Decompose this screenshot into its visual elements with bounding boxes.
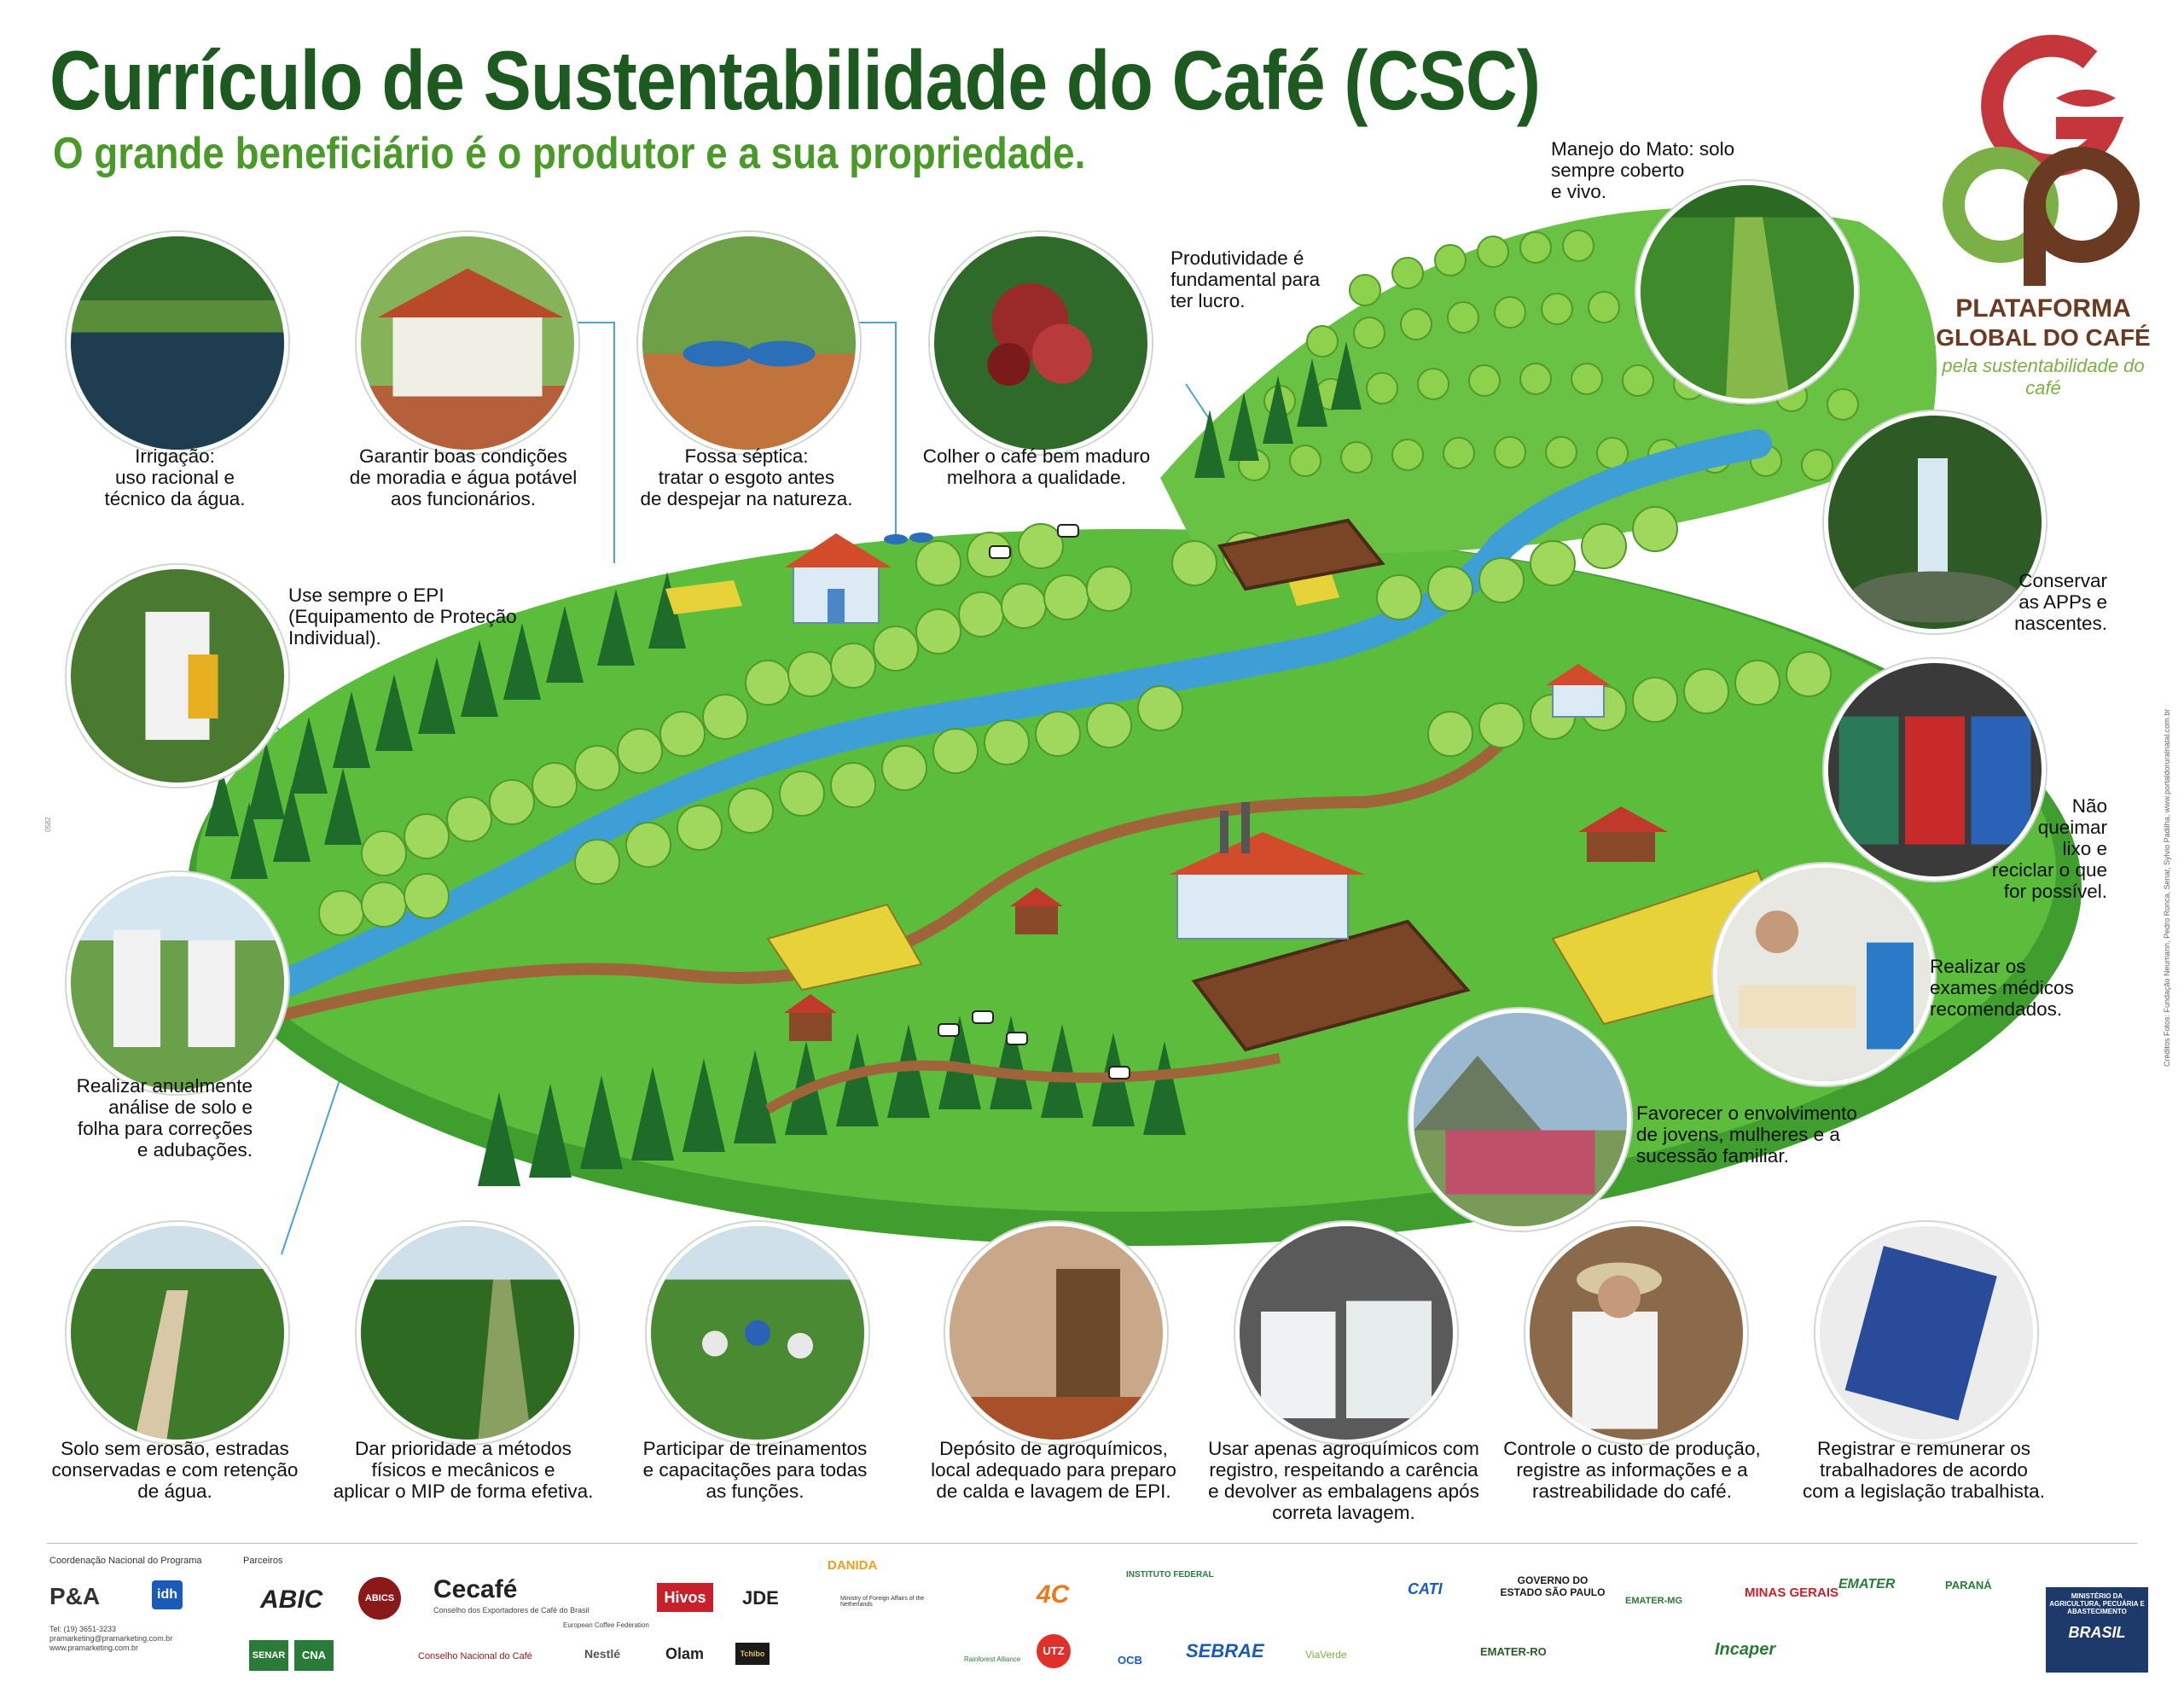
photo-jovens [1409,1009,1631,1231]
logo-emater-mg: EMATER-MG [1625,1596,1683,1606]
logo-olam: Olam [665,1645,705,1662]
small-shed-left [784,994,837,1041]
logo-utz: UTZ [1037,1634,1071,1668]
photo-fossa [638,232,860,454]
photo-lixo [1824,659,2046,881]
main-house [785,533,892,624]
logo-emater-ro: EMATER-RO [1480,1645,1547,1658]
photo-credits: Créditos Fotos: Fundação Neumann, Pedro … [2163,708,2171,1067]
cows [938,524,1130,1079]
logo-hivos: Hivos [657,1583,713,1612]
shed [1578,806,1668,862]
logo-senar: SENAR [249,1640,288,1671]
photo-custo [1525,1222,1747,1444]
logo-nestle: Nestlé [584,1647,621,1661]
page-subtitle: O grande beneficiário é o produtor e a s… [53,129,1086,178]
photo-analise [67,872,288,1094]
logo-netherlands: Ministry of Foreign Affairs of the Nethe… [840,1596,925,1608]
logo-cati: CATI [1408,1580,1443,1597]
septic-tanks [884,532,933,544]
logo-sp: GOVERNO DO ESTADO SÃO PAULO [1500,1574,1606,1598]
caption-deposito: Depósito de agroquímicos,local adequado … [931,1438,1176,1502]
logo-pa: P&A [49,1583,101,1609]
photo-colher [930,232,1152,454]
logo-parana: PARANÁ [1945,1579,1992,1591]
footer-parceiros-label: Parceiros [243,1556,283,1566]
logo-minas: MINAS GERAIS [1745,1586,1839,1600]
logo-4c: 4C [1037,1580,1070,1609]
drying-patio-2 [1217,518,1385,591]
logo-tchibo: Tchibo [735,1643,770,1665]
logo-sebrae: SEBRAE [1186,1640,1264,1661]
chemical-deposit [1010,887,1063,934]
photo-erosao [67,1222,288,1444]
logo-tagline: pela sustentabilidade do café [1942,355,2145,399]
photo-deposito [945,1222,1167,1444]
photo-registrar [1815,1222,2037,1444]
photo-treinamentos [647,1222,868,1444]
logo-cna: CNA [294,1640,334,1671]
pine-forest-left [205,572,686,879]
logo-viaverde: ViaVerde [1305,1649,1347,1661]
logo-emater: EMATER [1838,1577,1896,1591]
logo-ministerio: MINISTÉRIO DA AGRICULTURA, PECUÁRIA E AB… [2046,1587,2148,1673]
processing-barn [1169,802,1365,940]
drying-patio [1191,919,1471,1052]
plataforma-global-logo: PLATAFORMA GLOBAL DO CAFÉ pela sustentab… [1928,34,2158,399]
footer-coordenacao-label: Coordenação Nacional do Programa [49,1556,202,1566]
logo-ocb: OCB [1118,1654,1142,1667]
logo-danida: DANIDA [828,1558,878,1573]
logo-idh: idh [152,1580,183,1609]
photo-moradia [357,232,578,454]
road-lower [764,1053,1281,1114]
logo-jde: JDE [742,1587,779,1609]
footer-divider [47,1543,2137,1544]
poster-code: 0582 [44,817,52,832]
photo-agroquimicos [1235,1222,1457,1444]
caption-epi: Use sempre o EPI(Equipamento de Proteção… [288,585,517,649]
river [276,429,1772,996]
logo-cecafe-sub: Conselho dos Exportadores de Café do Bra… [433,1606,590,1615]
small-house-right [1546,664,1611,718]
page-title: Currículo de Sustentabilidade do Café (C… [49,33,1541,127]
photo-exames [1713,864,1935,1085]
logo-cnc: Conselho Nacional do Café [418,1651,532,1661]
logo-line-2: GLOBAL DO CAFÉ [1936,324,2151,351]
logo-rainforest: Rainforest Alliance [964,1655,1021,1663]
road [280,738,1506,1021]
logo-abics: ABICS [358,1577,401,1620]
logo-incaper: Incaper [1715,1640,1776,1659]
logo-ecf: European Coffee Federation [563,1621,649,1629]
buildings [784,532,1668,1041]
photo-apps [1824,411,2046,633]
photo-irrigacao [67,232,288,454]
logo-mark-icon [1943,34,2140,286]
logo-cecafe: Cecafé [433,1575,518,1603]
pine-forest-top [1194,341,1362,478]
logo-if: INSTITUTO FEDERAL [1126,1570,1214,1580]
logo-line-1: PLATAFORMA [1955,294,2131,323]
photo-mato [1636,181,1858,403]
caption-custo: Controle o custo de produção,registre as… [1503,1438,1761,1502]
photo-epi [67,565,288,787]
photo-mip [357,1222,578,1444]
logo-abic: ABIC [260,1586,323,1614]
